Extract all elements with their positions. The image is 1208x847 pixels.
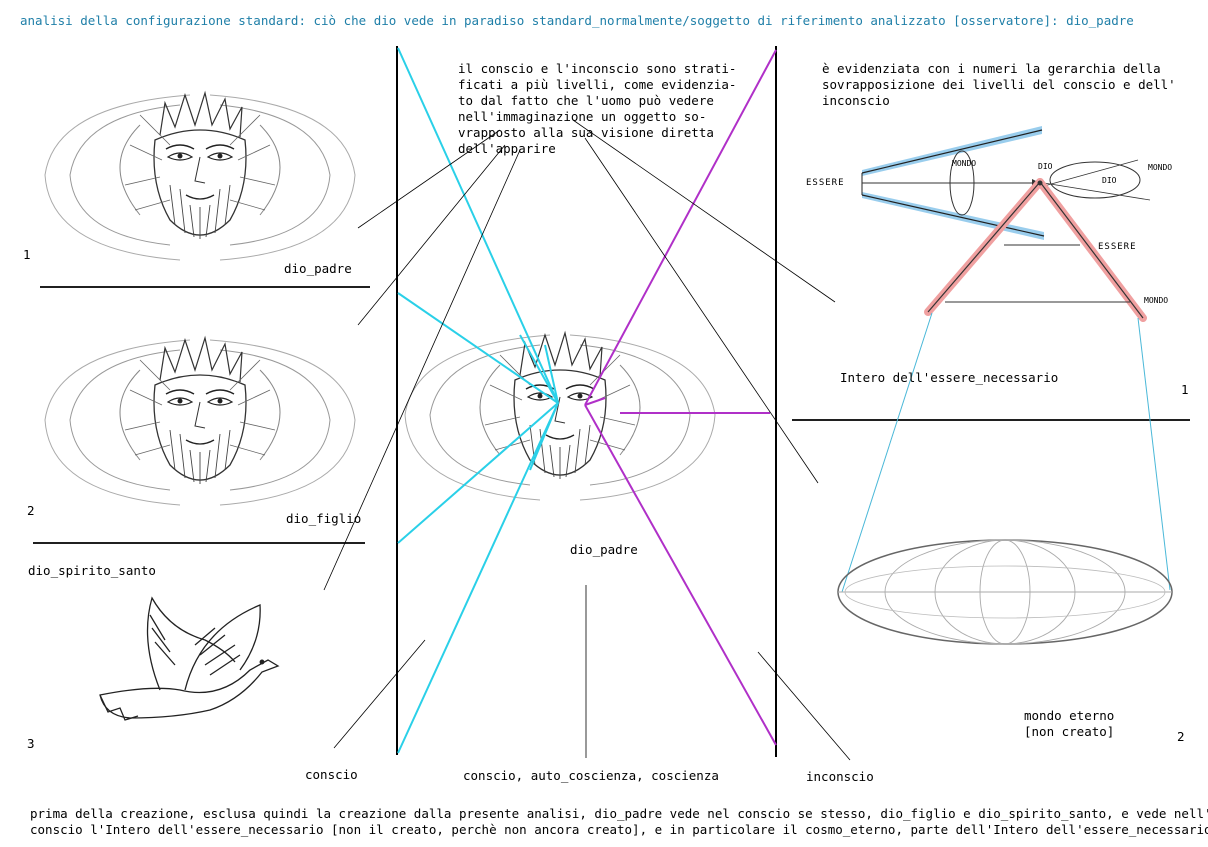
face-dio-padre-center <box>405 333 715 500</box>
leader-lines <box>324 120 850 760</box>
center-note: il conscio e l'inconscio sono strati- fi… <box>458 61 736 157</box>
label-intero-essere: Intero dell'essere_necessario <box>840 370 1058 386</box>
label-dio-spirito-santo: dio_spirito_santo <box>28 563 156 579</box>
page-title: analisi della configurazione standard: c… <box>20 13 1134 29</box>
sketch-label-mondo-small: MONDO <box>952 156 976 172</box>
level-number-2: 2 <box>27 503 35 519</box>
sketch-label-dio-small: DIO <box>1102 173 1116 189</box>
sketch-label-essere-right: ESSERE <box>1098 239 1137 255</box>
label-inconscio: inconscio <box>806 769 874 785</box>
label-coscienza: conscio, auto_coscienza, coscienza <box>463 768 719 784</box>
label-conscio: conscio <box>305 767 358 783</box>
level-number-2-right: 2 <box>1177 729 1185 745</box>
label-dio-figlio: dio_figlio <box>286 511 361 527</box>
right-note: è evidenziata con i numeri la gerarchia … <box>822 61 1176 109</box>
sketch-label-mondo-top: MONDO <box>1148 160 1172 176</box>
label-mondo-eterno: mondo eterno [non creato] <box>1024 708 1114 740</box>
sketch-label-mondo-right: MONDO <box>1144 293 1168 309</box>
level-number-1-right: 1 <box>1181 382 1189 398</box>
sketch-label-essere-left: ESSERE <box>806 175 845 191</box>
essere-sketch <box>862 126 1150 318</box>
sketch-label-dio-top: DIO <box>1038 159 1052 175</box>
face-dio-padre <box>45 93 355 260</box>
footer-text: prima della creazione, esclusa quindi la… <box>30 806 1208 838</box>
label-dio-padre-center: dio_padre <box>570 542 638 558</box>
mondo-globe-icon <box>838 540 1172 644</box>
level-number-1: 1 <box>23 247 31 263</box>
projection-lines <box>842 313 1170 592</box>
level-number-3: 3 <box>27 736 35 752</box>
label-dio-padre: dio_padre <box>284 261 352 277</box>
face-dio-figlio <box>45 338 355 505</box>
dove-icon <box>100 598 278 720</box>
